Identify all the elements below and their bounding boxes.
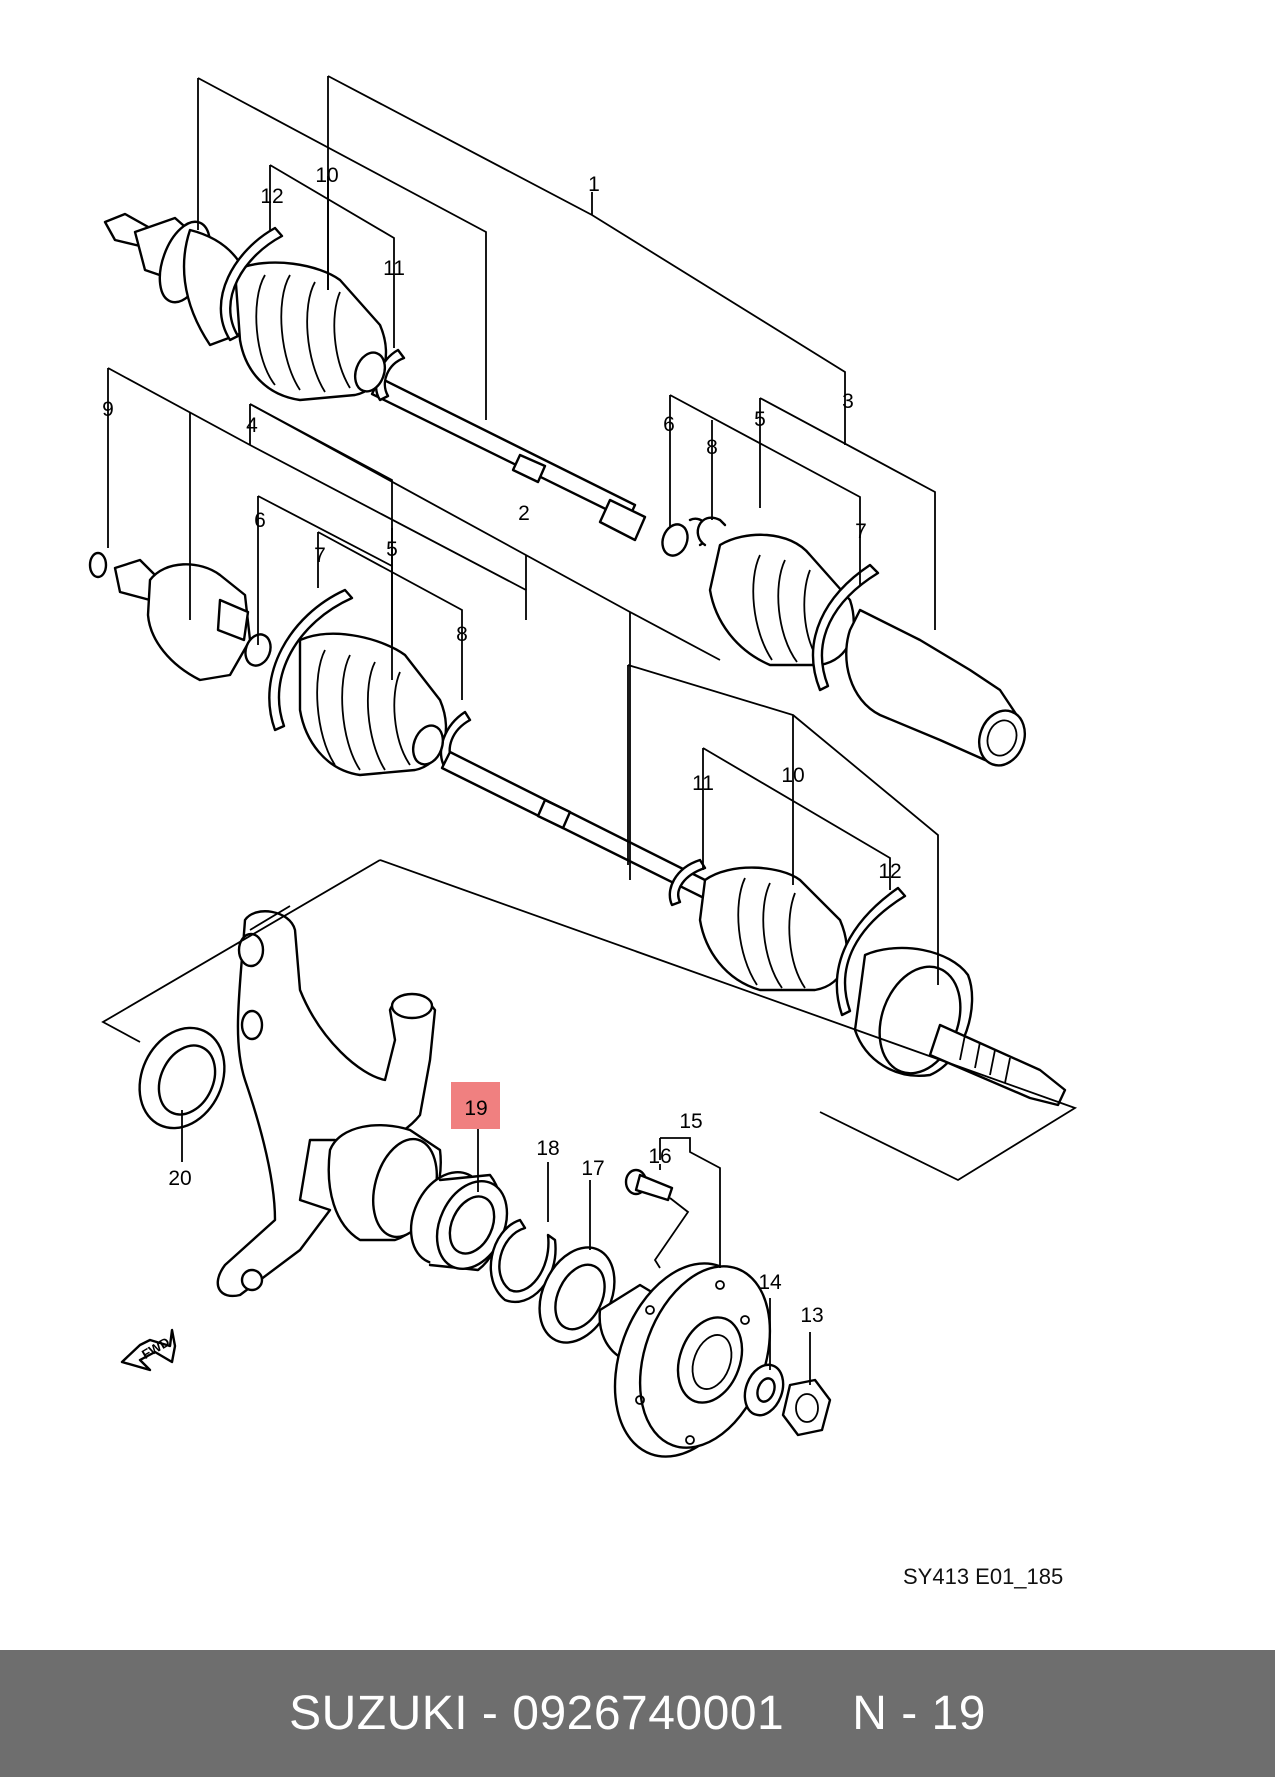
drawing-code: SY413 E01_185 bbox=[903, 1564, 1064, 1589]
callout-9: 9 bbox=[102, 398, 114, 421]
callout-12: 12 bbox=[260, 185, 283, 208]
callout-12: 12 bbox=[878, 860, 901, 883]
footer-brand: SUZUKI bbox=[289, 1687, 469, 1740]
callout-2: 2 bbox=[518, 502, 530, 525]
wheel-bearing-19 bbox=[409, 1170, 509, 1272]
leader-lines bbox=[101, 75, 1078, 1385]
circlip-18 bbox=[489, 1218, 557, 1303]
callout-1: 1 bbox=[588, 173, 600, 196]
wheel-hub-15 bbox=[598, 1262, 772, 1458]
callout-14: 14 bbox=[758, 1271, 782, 1294]
callout-6: 6 bbox=[663, 413, 675, 436]
footer-bar: SUZUKI - 0926740001 N - 19 bbox=[0, 1650, 1275, 1777]
callout-20: 20 bbox=[168, 1167, 191, 1190]
exploded-parts-diagram: FWD 1 10 12 11 3 5 bbox=[88, 75, 1078, 1458]
oil-seal-20 bbox=[138, 1026, 226, 1130]
callout-labels: 1 10 12 11 3 5 6 8 7 9 4 2 6 7 5 8 11 10… bbox=[102, 164, 902, 1327]
callout-8: 8 bbox=[706, 436, 718, 459]
inner-joint-upper bbox=[661, 516, 1026, 767]
callout-3: 3 bbox=[842, 390, 854, 413]
callout-5: 5 bbox=[754, 408, 766, 431]
callout-10: 10 bbox=[781, 764, 804, 787]
hub-bolt-16 bbox=[624, 1168, 690, 1269]
footer-part-number: 0926740001 bbox=[512, 1687, 785, 1740]
lower-drive-shaft bbox=[88, 551, 1067, 1107]
callout-11: 11 bbox=[383, 257, 405, 280]
callout-6: 6 bbox=[254, 509, 266, 532]
hub-nut-13 bbox=[781, 1378, 832, 1437]
callout-15: 15 bbox=[679, 1110, 702, 1133]
callout-11: 11 bbox=[692, 772, 714, 795]
callout-16: 16 bbox=[648, 1145, 671, 1168]
footer-position: N - 19 bbox=[852, 1687, 986, 1740]
footer-separator: - bbox=[468, 1687, 513, 1740]
washer-14 bbox=[743, 1363, 785, 1417]
callout-17: 17 bbox=[581, 1157, 604, 1180]
callout-7: 7 bbox=[314, 544, 326, 567]
callout-18: 18 bbox=[536, 1137, 559, 1160]
callout-8: 8 bbox=[456, 623, 468, 646]
callout-10: 10 bbox=[315, 164, 338, 187]
highlight-box-19 bbox=[451, 1082, 500, 1129]
callout-13: 13 bbox=[800, 1304, 823, 1327]
callout-4: 4 bbox=[246, 414, 258, 437]
fwd-arrow: FWD bbox=[120, 1328, 177, 1372]
callout-5: 5 bbox=[386, 538, 398, 561]
upper-drive-shaft bbox=[103, 212, 647, 542]
callout-7: 7 bbox=[855, 520, 867, 543]
callout-19: 19 bbox=[464, 1097, 487, 1120]
